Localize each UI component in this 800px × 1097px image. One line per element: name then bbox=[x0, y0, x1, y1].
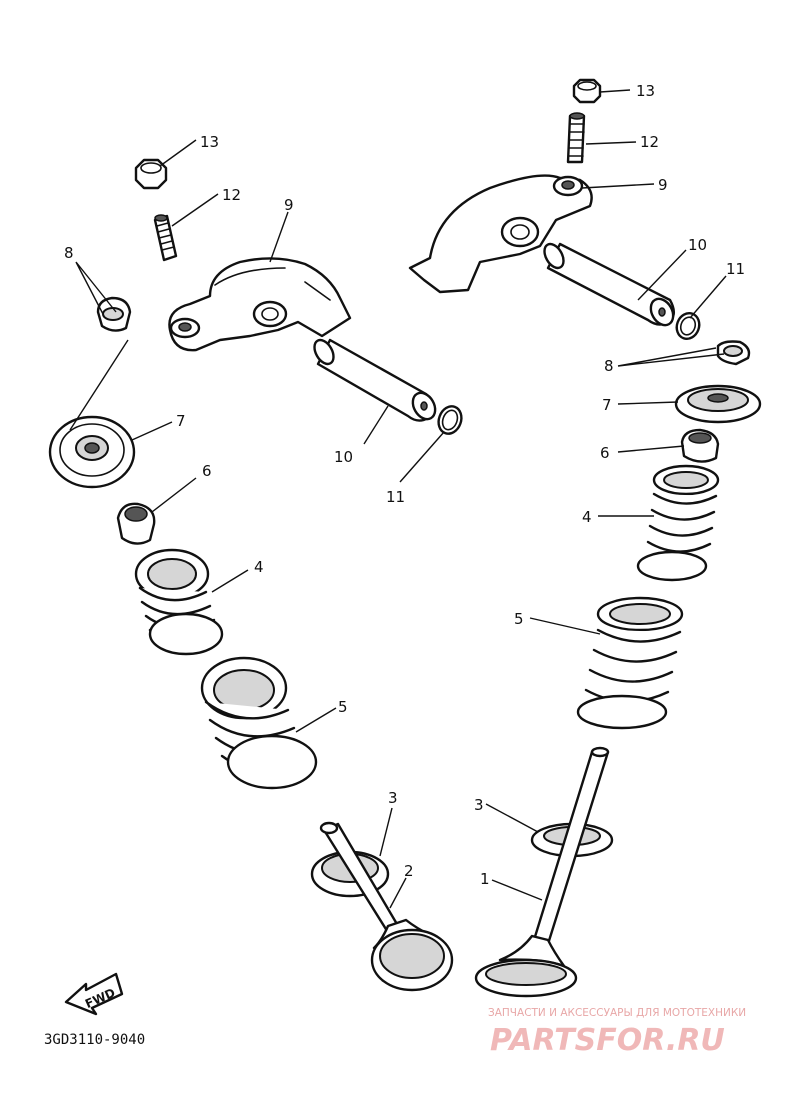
callout-right-1: 1 bbox=[480, 870, 490, 888]
left-rocker-shaft-10 bbox=[313, 338, 437, 422]
callout-left-6: 6 bbox=[202, 462, 212, 480]
callout-right-4: 4 bbox=[582, 508, 592, 526]
callout-right-8: 8 bbox=[604, 357, 614, 375]
callout-left-7: 7 bbox=[176, 412, 186, 430]
watermark-tagline: ЗАПЧАСТИ И АКСЕССУАРЫ ДЛЯ МОТОТЕХНИКИ bbox=[488, 1007, 746, 1019]
callout-labels: 13 12 9 8 7 10 11 6 4 5 3 2 13 12 9 10 1… bbox=[64, 82, 745, 888]
leader-lines bbox=[69, 89, 727, 909]
callout-right-11: 11 bbox=[726, 260, 745, 278]
callout-left-8: 8 bbox=[64, 244, 74, 262]
callout-left-9: 9 bbox=[284, 196, 294, 214]
callout-left-5: 5 bbox=[338, 698, 348, 716]
left-rocker-arm-9 bbox=[168, 257, 352, 352]
callout-left-2: 2 bbox=[404, 862, 414, 880]
left-spring-retainer-7 bbox=[48, 415, 136, 489]
right-outer-spring-5 bbox=[576, 596, 684, 730]
callout-right-7: 7 bbox=[602, 396, 612, 414]
watermark: ЗАПЧАСТИ И АКСЕССУАРЫ ДЛЯ МОТОТЕХНИКИ PA… bbox=[488, 1007, 746, 1058]
callout-right-5: 5 bbox=[514, 610, 524, 628]
callout-right-6: 6 bbox=[600, 444, 610, 462]
left-adjusting-screw-12 bbox=[153, 214, 178, 262]
callout-right-13: 13 bbox=[636, 82, 655, 100]
right-valve-1 bbox=[474, 746, 610, 998]
right-nut-13 bbox=[572, 78, 602, 104]
callout-left-10: 10 bbox=[334, 448, 353, 466]
left-o-ring-11 bbox=[437, 405, 463, 435]
callout-left-12: 12 bbox=[222, 186, 241, 204]
callout-right-12: 12 bbox=[640, 133, 659, 151]
left-outer-spring-5 bbox=[200, 656, 318, 790]
left-valve-2 bbox=[319, 821, 454, 992]
callout-right-3: 3 bbox=[474, 796, 484, 814]
callout-right-10: 10 bbox=[688, 236, 707, 254]
right-rocker-shaft-10 bbox=[543, 242, 676, 327]
callout-right-9: 9 bbox=[658, 176, 668, 194]
left-inner-spring-4 bbox=[134, 548, 224, 656]
left-nut-13 bbox=[134, 158, 168, 190]
forward-direction-arrow: FWD bbox=[64, 972, 124, 1016]
left-stem-seal-6 bbox=[116, 502, 156, 545]
callout-left-13: 13 bbox=[200, 133, 219, 151]
callout-left-3: 3 bbox=[388, 789, 398, 807]
right-inner-spring-4 bbox=[636, 464, 720, 582]
right-spring-retainer-7 bbox=[674, 384, 762, 424]
right-adjusting-screw-12 bbox=[566, 112, 586, 164]
watermark-logo: PARTSFOR.RU bbox=[490, 1023, 725, 1058]
right-rocker-arm-9 bbox=[408, 174, 593, 294]
right-valve-cotter-8 bbox=[716, 340, 751, 366]
right-stem-seal-6 bbox=[680, 428, 720, 463]
right-o-ring-11 bbox=[675, 312, 701, 340]
diagram-part-code: 3GD3110-9040 bbox=[44, 1032, 145, 1048]
callout-left-11: 11 bbox=[386, 488, 405, 506]
callout-left-4: 4 bbox=[254, 558, 264, 576]
